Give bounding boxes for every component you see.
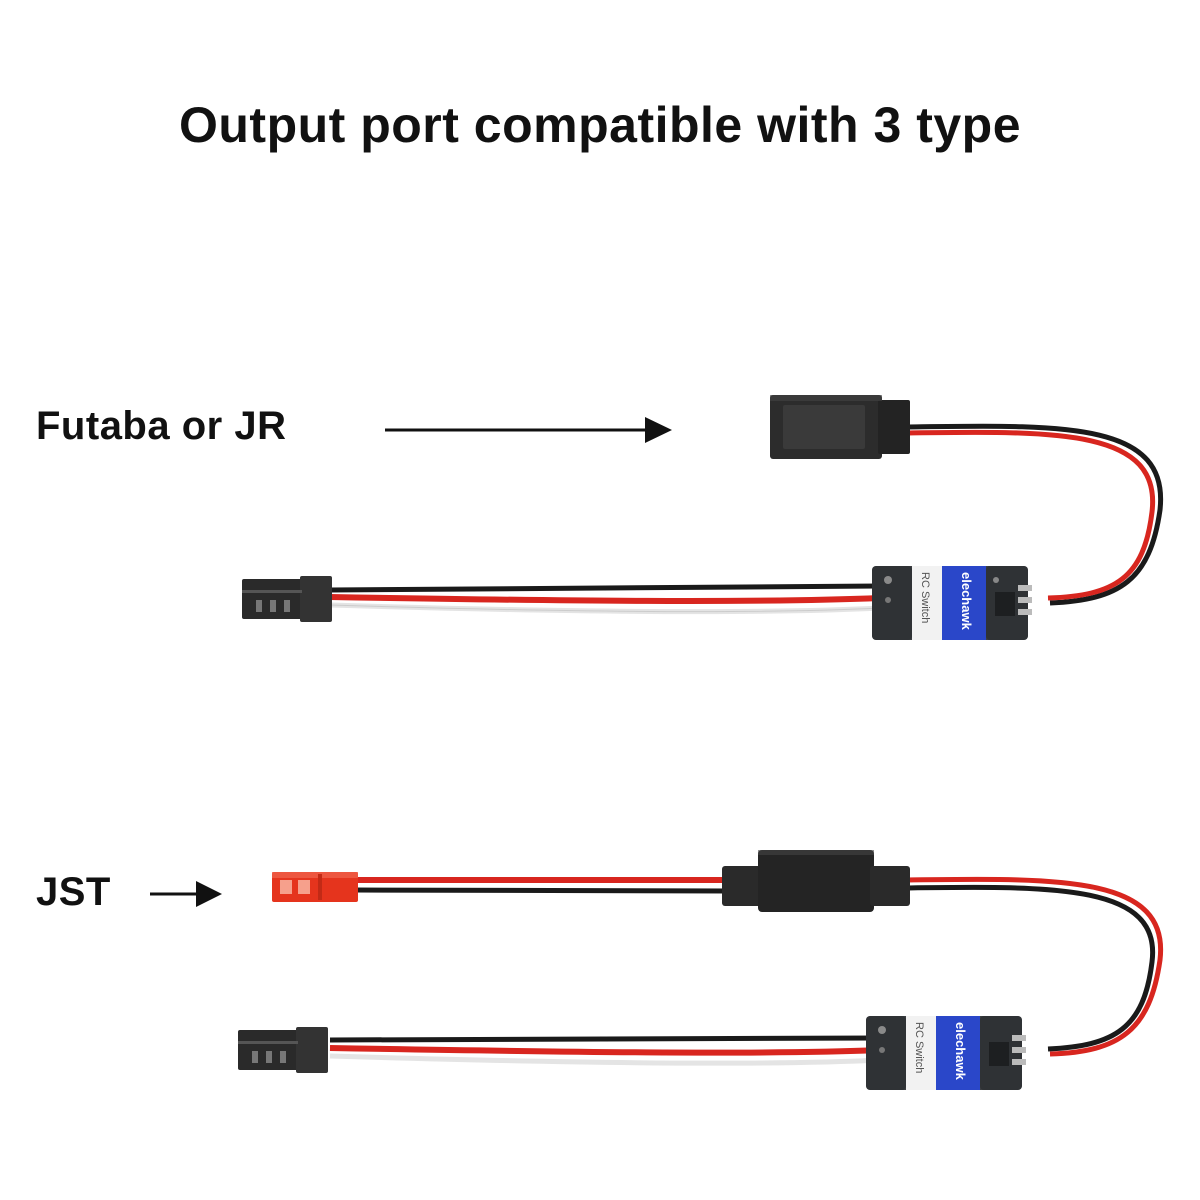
rc-switch-board-icon: elechawk RC Switch (866, 1016, 1026, 1090)
jst-arrow-icon (150, 881, 222, 907)
rc-switch-board-icon: elechawk RC Switch (872, 566, 1032, 640)
board-model-text: RC Switch (919, 572, 931, 623)
page-title: Output port compatible with 3 type (179, 97, 1021, 153)
servo-male-plug-icon (238, 1027, 328, 1073)
board-brand-text: elechawk (959, 572, 974, 631)
futaba-jr-connector-icon (770, 395, 910, 459)
futaba-jr-label: Futaba or JR (36, 404, 287, 448)
adapter-housing-icon (722, 850, 910, 912)
futaba-cable-assembly: elechawk RC Switch (242, 395, 1164, 640)
jst-cable-assembly: elechawk RC Switch (238, 850, 1164, 1090)
jst-label: JST (36, 870, 111, 914)
board-model-text: RC Switch (913, 1022, 925, 1073)
jst-connector-icon (272, 872, 358, 902)
board-brand-text: elechawk (953, 1022, 968, 1081)
futaba-arrow-icon (385, 417, 672, 443)
servo-male-plug-icon (242, 576, 332, 622)
